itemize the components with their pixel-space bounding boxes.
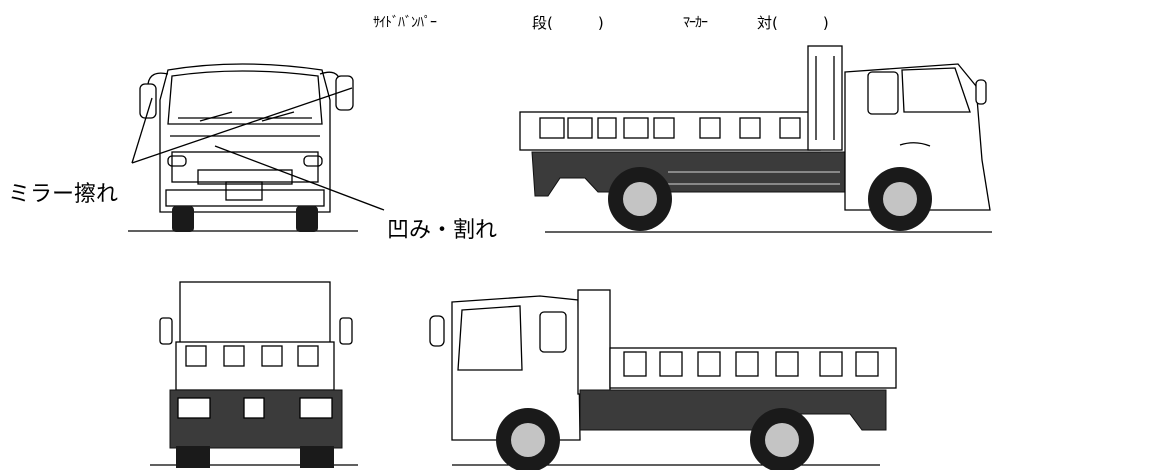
mirror-scratch-callout: ミラー擦れ [8,182,119,207]
truck-right-side-view [519,45,992,233]
truck-rear-view [150,281,358,468]
marker-label: ﾏｰｶｰ [683,15,708,31]
pair-count-field: 対( ) [757,14,829,32]
callout-leaders [131,87,385,211]
dent-crack-callout: 凹み・割れ [387,218,498,243]
truck-left-side-view [429,289,897,470]
truck-front-view [128,63,358,232]
side-bumper-label: ｻｲﾄﾞﾊﾞﾝﾊﾟｰ [373,15,437,31]
step-count-field: 段( ) [532,14,604,32]
